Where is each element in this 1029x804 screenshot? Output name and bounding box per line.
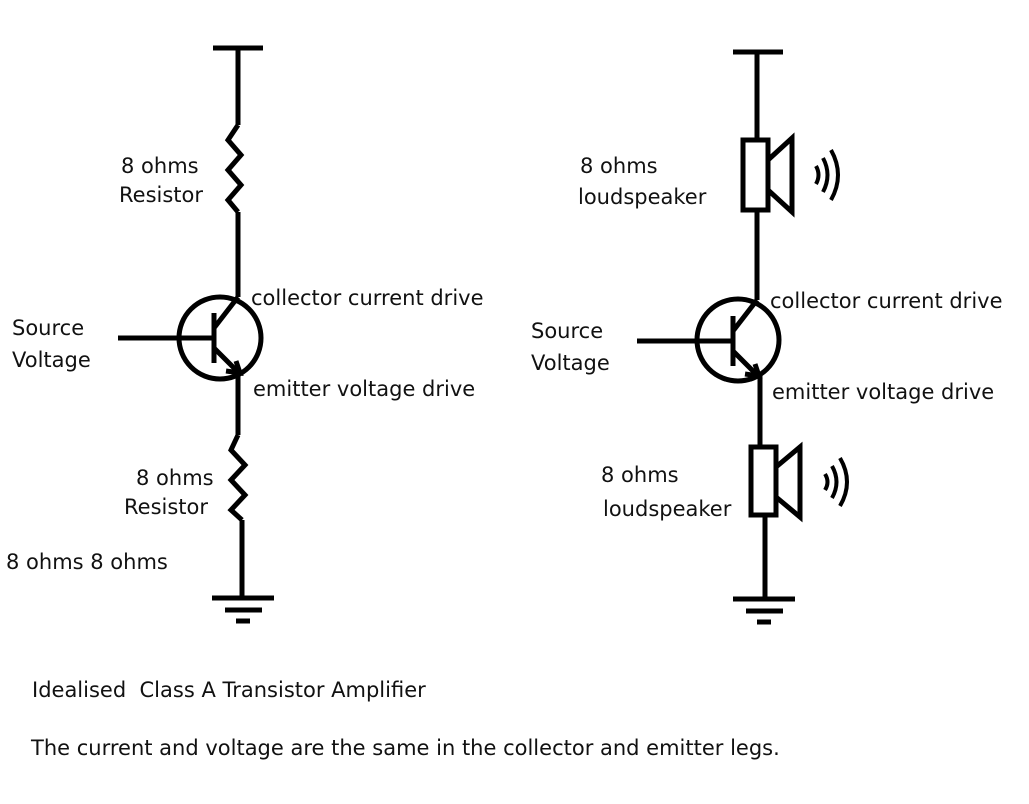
- left-emitter-label: emitter voltage drive: [253, 377, 476, 401]
- right-collector-label: collector current drive: [770, 289, 1003, 313]
- left-top-load-label-type: Resistor: [119, 183, 203, 207]
- right-emitter-lead: [731, 349, 759, 377]
- right-circuit: [637, 49, 849, 625]
- right-top-load-label-value: 8 ohms: [580, 154, 658, 178]
- right-top-sound-wave-2: [821, 157, 830, 193]
- left-circuit: [118, 45, 274, 624]
- right-bottom-speaker-body: [748, 444, 779, 518]
- diagram-title: Idealised Class A Transistor Amplifier: [32, 678, 426, 702]
- left-extra-label: 8 ohms 8 ohms: [6, 550, 168, 574]
- right-bottom-sound-wave-2: [830, 465, 839, 499]
- left-bottom-resistor: [227, 433, 249, 522]
- right-bottom-load-label-value: 8 ohms: [601, 463, 679, 487]
- diagram-note: The current and voltage are the same in …: [31, 736, 780, 760]
- right-collector-lead: [731, 298, 759, 333]
- right-top-speaker-body: [740, 137, 771, 213]
- left-voltage-label: Voltage: [12, 348, 91, 372]
- right-voltage-label: Voltage: [531, 351, 610, 375]
- right-source-label: Source: [531, 319, 604, 343]
- left-emitter-lead: [212, 346, 240, 374]
- left-top-resistor: [224, 123, 245, 214]
- right-top-sound-wave-3: [829, 149, 840, 201]
- right-bottom-sound-wave-1: [823, 472, 830, 492]
- right-top-speaker-cone: [765, 132, 795, 218]
- left-collector-label: collector current drive: [251, 286, 484, 310]
- right-top-load-label-type: loudspeaker: [578, 185, 707, 209]
- left-bottom-load-label-value: 8 ohms: [136, 466, 214, 490]
- left-top-load-label-value: 8 ohms: [121, 154, 199, 178]
- left-collector-lead: [212, 295, 240, 330]
- right-bottom-sound-wave-3: [838, 456, 849, 508]
- right-bottom-speaker-cone: [773, 441, 803, 523]
- left-bottom-load-label-type: Resistor: [124, 495, 208, 519]
- right-top-sound-wave-1: [814, 165, 821, 185]
- right-emitter-label: emitter voltage drive: [772, 380, 995, 404]
- right-bottom-load-label-type: loudspeaker: [603, 497, 732, 521]
- left-source-label: Source: [12, 316, 85, 340]
